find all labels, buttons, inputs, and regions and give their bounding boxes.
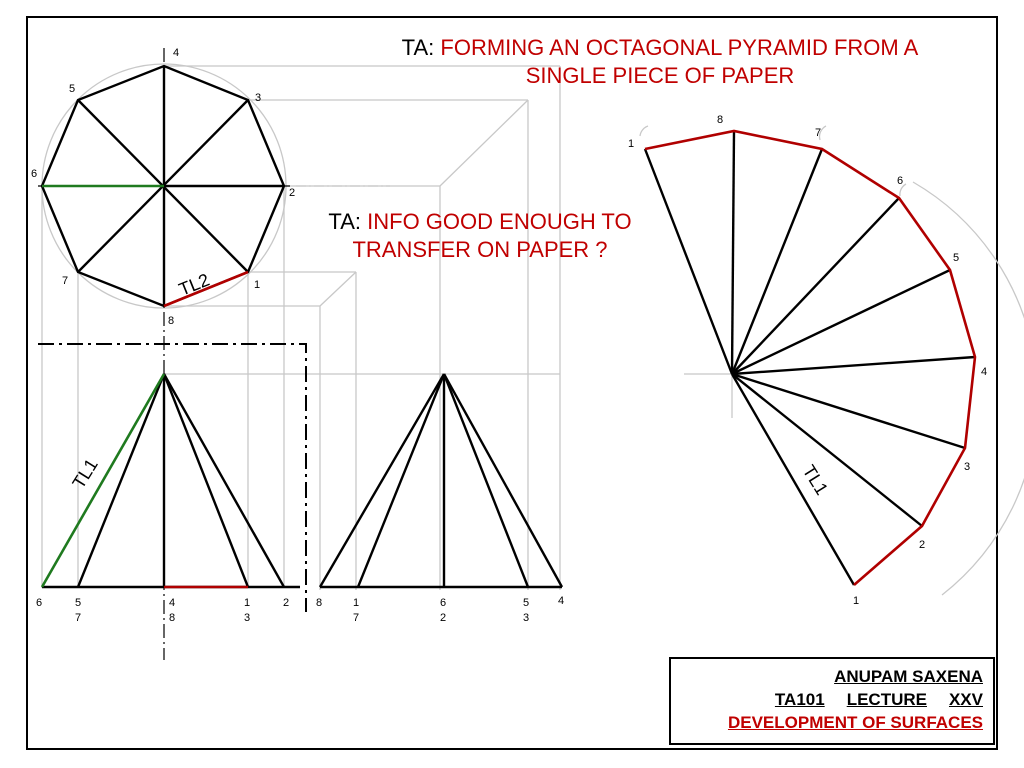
- side-label-6: 6: [440, 597, 446, 609]
- front-label-7: 7: [75, 612, 81, 624]
- side-label-1: 1: [353, 597, 359, 609]
- top-view: 1 2 3 4 5 6 7 8 TL2: [31, 47, 295, 327]
- top-vertex-5: 5: [69, 83, 75, 95]
- dev-label-6: 6: [897, 175, 903, 187]
- question-line-2: TRANSFER ON PAPER ?: [352, 237, 608, 262]
- side-label-5: 5: [523, 597, 529, 609]
- top-vertex-8: 8: [168, 315, 174, 327]
- title-prefix: TA:: [401, 35, 441, 60]
- front-view: 6 5 7 4 8 1 3 2 TL1: [36, 373, 300, 624]
- dev-label-2: 2: [919, 539, 925, 551]
- development-base-edge: [644, 129, 977, 586]
- front-label-3: 3: [244, 612, 250, 624]
- title-line-2: SINGLE PIECE OF PAPER: [525, 63, 795, 88]
- dev-label-3: 3: [964, 461, 970, 473]
- author-name: ANUPAM SAXENA: [834, 667, 983, 686]
- course-code: TA101: [774, 690, 825, 709]
- front-label-1: 1: [244, 597, 250, 609]
- top-vertex-3: 3: [255, 92, 261, 104]
- side-label-2: 2: [440, 612, 446, 624]
- front-label-5: 5: [75, 597, 81, 609]
- slide-title: TA: FORMING AN OCTAGONAL PYRAMID FROM A …: [330, 34, 990, 90]
- question-line-1: INFO GOOD ENOUGH TO: [367, 209, 632, 234]
- dev-label-4: 4: [981, 366, 987, 378]
- development-view: 1 8 7 6 5 4 3 2 1 TL1: [628, 114, 987, 607]
- top-vertex-6: 6: [31, 168, 37, 180]
- title-line-1: FORMING AN OCTAGONAL PYRAMID FROM A: [440, 35, 919, 60]
- tl1-development-label: TL1: [799, 462, 832, 499]
- tl1-front-label: TL1: [68, 455, 101, 492]
- top-vertex-7: 7: [62, 275, 68, 287]
- front-label-8: 8: [169, 612, 175, 624]
- lecture-label: LECTURE: [846, 690, 927, 709]
- front-label-4: 4: [169, 597, 175, 609]
- tl2-label: TL2: [176, 270, 212, 300]
- dev-label-8: 8: [717, 114, 723, 126]
- dev-label-1-top: 1: [628, 138, 634, 150]
- front-label-2: 2: [283, 597, 289, 609]
- title-block: ANUPAM SAXENA TA101 LECTURE XXV DEVELOPMEN…: [669, 657, 995, 745]
- side-label-3: 3: [523, 612, 529, 624]
- question-prefix: TA:: [328, 209, 368, 234]
- side-label-4: 4: [558, 595, 564, 607]
- side-view: 8 1 7 6 2 5 3 4: [316, 373, 564, 624]
- lecture-number: XXV: [948, 690, 983, 709]
- front-tl1-edge: [40, 373, 166, 588]
- top-vertex-2: 2: [289, 187, 295, 199]
- side-label-8: 8: [316, 597, 322, 609]
- dev-label-1-bottom: 1: [853, 595, 859, 607]
- dev-label-5: 5: [953, 252, 959, 264]
- top-vertex-4: 4: [173, 47, 179, 59]
- course-line: TA101 LECTURE XXV: [671, 688, 983, 711]
- projection-lines: [41, 63, 1024, 596]
- side-label-7: 7: [353, 612, 359, 624]
- subject-title: DEVELOPMENT OF SURFACES: [727, 713, 983, 732]
- question-text: TA: INFO GOOD ENOUGH TO TRANSFER ON PAPE…: [290, 208, 670, 264]
- front-label-6: 6: [36, 597, 42, 609]
- top-vertex-1: 1: [254, 279, 260, 291]
- drawing-frame: [26, 16, 998, 750]
- dev-label-7: 7: [815, 127, 821, 139]
- folding-line: [38, 343, 307, 612]
- tl2-edge: [163, 270, 249, 308]
